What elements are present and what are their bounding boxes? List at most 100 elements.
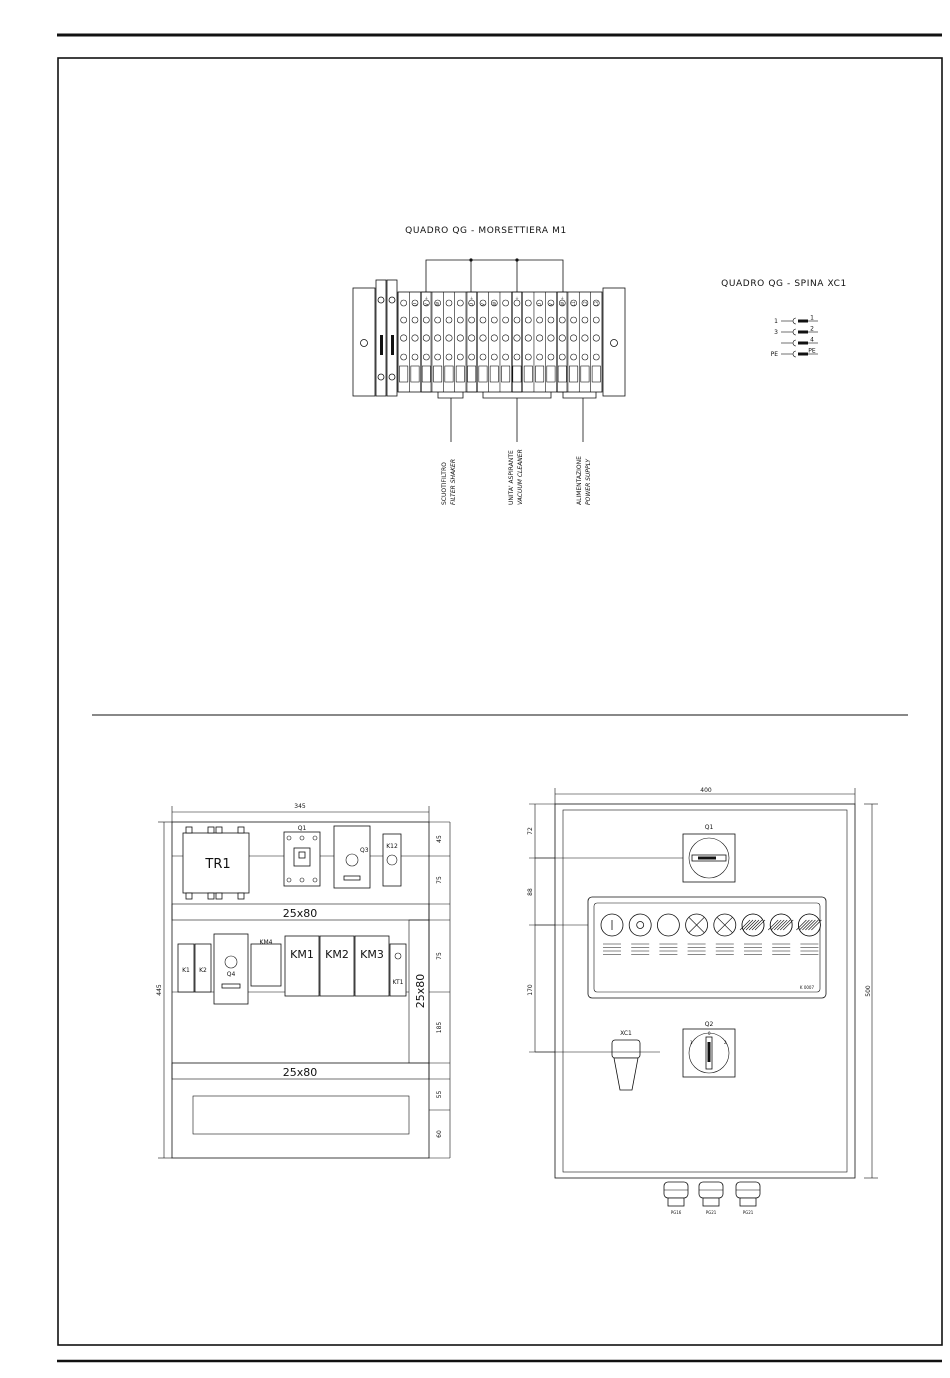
label-kt1: KT1	[393, 979, 404, 986]
terminal: W	[488, 292, 499, 392]
component-k2: K2	[194, 943, 212, 993]
sheet-border	[57, 57, 943, 1346]
plate-row-dim: 45	[436, 835, 443, 843]
group-label-power-en: POWER SUPPLY	[585, 458, 592, 505]
terminal-block-title: QUADRO QG - MORSETTIERA M1	[405, 226, 567, 236]
terminal: U	[409, 292, 420, 392]
group-label-filter-shaker-en: FILTER SHAKER	[450, 459, 457, 505]
selector-switch-q2[interactable]: Q2 1 0 2	[682, 1021, 736, 1078]
terminal-label: W	[492, 302, 497, 306]
label-k12: K12	[386, 843, 398, 850]
plug-pin-left: 1	[774, 318, 778, 325]
terminal	[522, 292, 533, 392]
cable-duct-vertical	[408, 919, 430, 1064]
cable-gland: PG21	[735, 1181, 761, 1215]
label-km3: KM3	[360, 948, 384, 961]
terminal: W	[431, 292, 443, 392]
panel-tag: K 0007	[800, 985, 815, 990]
label-xc1: XC1	[620, 1030, 632, 1037]
label-k1: K1	[182, 967, 190, 974]
label-switch-q2: Q2	[705, 1021, 714, 1028]
enclosure-dim-88: 88	[527, 888, 534, 896]
label-tr1: TR1	[204, 857, 230, 872]
terminal: ⏚	[510, 291, 522, 393]
gland-label: PG21	[743, 1210, 754, 1215]
cable-duct-upper	[171, 903, 430, 921]
label-km4: KM4	[260, 939, 273, 946]
plate-row-dim: 185	[436, 1022, 443, 1034]
enclosure-width-dim: 400	[700, 787, 712, 794]
component-km2: KM2	[319, 935, 355, 997]
group-brackets	[437, 392, 597, 442]
gland-label: PG16	[671, 1210, 682, 1215]
label-q1: Q1	[298, 825, 307, 832]
duct-upper-label: 25x80	[283, 907, 318, 920]
terminal	[397, 292, 409, 392]
plug-title: QUADRO QG - SPINA XC1	[721, 279, 847, 289]
pilot-light	[628, 913, 652, 955]
end-bracket-right	[602, 287, 626, 397]
cable-gland: PG21	[698, 1181, 724, 1215]
terminal: V	[477, 292, 488, 392]
duct-lower-label: 25x80	[283, 1066, 318, 1079]
terminal-label: V	[424, 303, 429, 306]
plug-pin-right: PE	[808, 348, 816, 355]
terminal: V	[544, 292, 556, 392]
plate-height-dim: 445	[156, 984, 163, 996]
label-km2: KM2	[325, 948, 349, 961]
terminal-label: U	[412, 303, 417, 306]
pilot-light	[767, 913, 794, 955]
pilot-light	[713, 913, 737, 955]
group-labels: SCUOTIFILTRO FILTER SHAKER UNITA' ASPIRA…	[441, 449, 592, 505]
earth-bus	[425, 259, 564, 292]
terminal: U	[533, 292, 545, 392]
label-q3: Q3	[360, 847, 369, 854]
group-label-vacuum-it: UNITA' ASPIRANTE	[508, 450, 515, 505]
q2-pos-0: 0	[708, 1031, 711, 1036]
group-label-power-it: ALIMENTAZIONE	[576, 456, 583, 505]
component-tr1: TR1	[182, 826, 250, 900]
earth-symbol: ⏚	[560, 295, 564, 301]
pilot-light	[739, 913, 766, 955]
earth-symbol: ⏚	[515, 295, 519, 301]
terminal-label: W	[560, 302, 565, 306]
component-km1: KM1	[284, 935, 320, 997]
fuse-terminals	[375, 279, 398, 397]
plug-pin-right: 4	[810, 337, 814, 344]
component-q1-breaker: Q1	[283, 825, 321, 887]
terminal	[443, 292, 454, 392]
terminal: ⏚W	[556, 291, 568, 393]
terminal-label: L3	[594, 301, 599, 306]
enclosure-door	[562, 809, 848, 1173]
plug-pin: 4	[781, 337, 818, 347]
main-switch-q1[interactable]: Q1	[682, 824, 736, 883]
plug-pin-left: 3	[774, 329, 778, 336]
component-q3-motor-protector: Q3	[333, 825, 371, 889]
terminal	[499, 292, 511, 392]
terminal: ⏚U	[465, 291, 477, 393]
terminal-area	[192, 1095, 410, 1135]
q2-pos-2: 2	[724, 1040, 727, 1045]
group-label-vacuum-en: VACUUM CLEANER	[517, 449, 524, 505]
earth-symbol: ⏚	[424, 295, 428, 301]
component-km3: KM3	[354, 935, 390, 997]
pilot-light	[685, 913, 708, 955]
pilot-light-panel: K 0007	[587, 896, 827, 999]
component-q4: Q4	[213, 933, 249, 1005]
label-k2: K2	[199, 967, 207, 974]
terminal: ⏚V	[420, 291, 432, 393]
label-km1: KM1	[290, 948, 314, 961]
terminal-label: V	[548, 303, 553, 306]
earth-symbol: ⏚	[470, 295, 474, 301]
terminal-label: V	[480, 303, 485, 306]
plate-row-dim: 75	[436, 952, 443, 960]
gland-label: PG21	[706, 1210, 717, 1215]
component-km4: KM4	[250, 939, 282, 987]
terminal-label: U	[537, 303, 542, 306]
terminal	[454, 292, 465, 392]
